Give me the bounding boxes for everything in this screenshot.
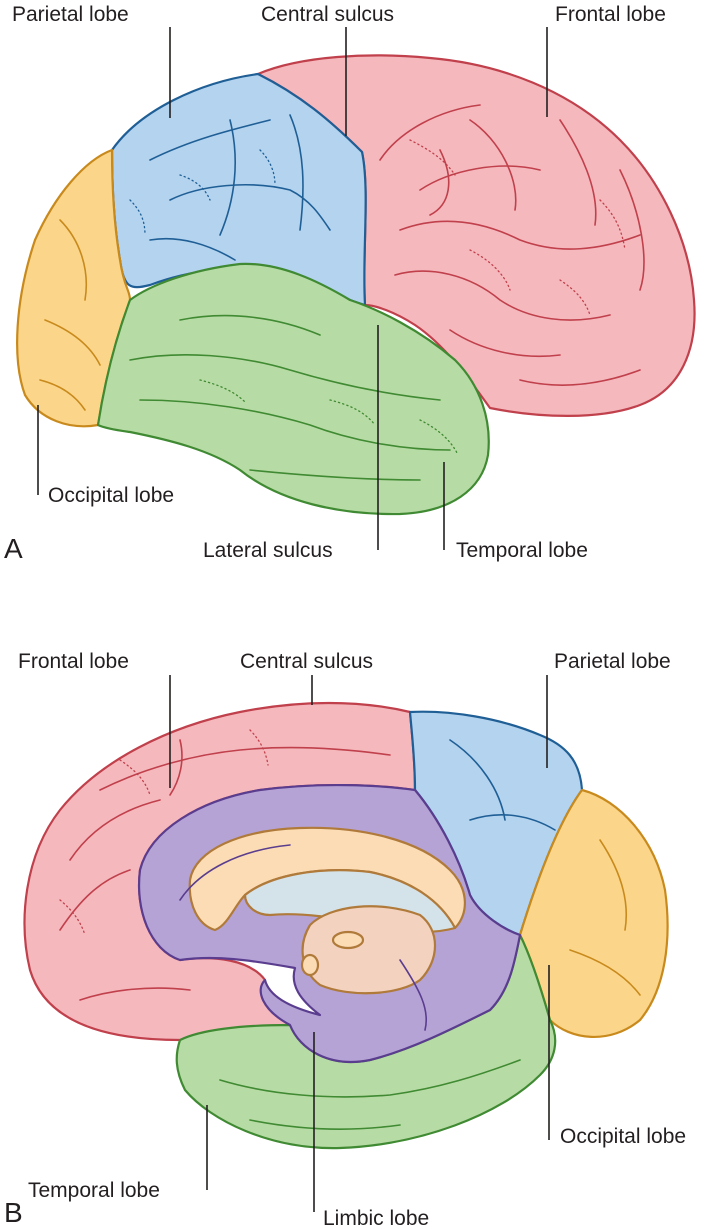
medial-frontal-gyri (59, 739, 391, 1001)
lateral-frontal-gyri (379, 104, 645, 386)
medial-parietal-gyri (449, 739, 556, 831)
label-b-frontal-lobe: Frontal lobe (18, 650, 129, 673)
label-b-temporal-lobe: Temporal lobe (28, 1179, 160, 1202)
panel-letter-b: B (4, 1197, 23, 1228)
lateral-occipital-lobe (16, 148, 132, 428)
label-a-parietal-lobe: Parietal lobe (12, 3, 129, 26)
lateral-occipital-gyri (39, 219, 101, 411)
label-a-temporal-lobe: Temporal lobe (456, 539, 588, 562)
anterior-commissure (300, 953, 320, 977)
thalamus (301, 905, 437, 995)
lateral-parietal-gyri (149, 114, 331, 261)
medial-limbic-gyri (179, 844, 427, 1031)
panel-b-medial-view: Frontal lobe Central sulcus Parietal lob… (4, 650, 686, 1229)
lateral-temporal-sulci (199, 379, 459, 456)
panel-a-lateral-view: Parietal lobe Central sulcus Frontal lob… (4, 3, 696, 564)
label-b-parietal-lobe: Parietal lobe (554, 650, 671, 673)
label-a-occipital-lobe: Occipital lobe (48, 484, 174, 507)
lateral-temporal-lobe (96, 262, 490, 516)
lateral-parietal-sulci (129, 149, 276, 236)
label-a-lateral-sulcus: Lateral sulcus (203, 539, 333, 562)
lateral-temporal-gyri (129, 314, 451, 481)
panel-letter-a: A (4, 533, 23, 564)
label-b-limbic-lobe: Limbic lobe (323, 1207, 429, 1229)
label-a-central-sulcus: Central sulcus (261, 3, 394, 26)
medial-occipital-lobe (518, 788, 669, 1039)
label-b-central-sulcus: Central sulcus (240, 650, 373, 673)
label-b-occipital-lobe: Occipital lobe (560, 1125, 686, 1148)
medial-temporal-gyri (219, 1059, 521, 1130)
lateral-frontal-sulci (409, 139, 626, 316)
medial-occipital-gyri (569, 839, 641, 996)
interthalamic-adhesion (331, 930, 365, 950)
label-a-frontal-lobe: Frontal lobe (555, 3, 666, 26)
medial-frontal-sulci (59, 729, 269, 936)
